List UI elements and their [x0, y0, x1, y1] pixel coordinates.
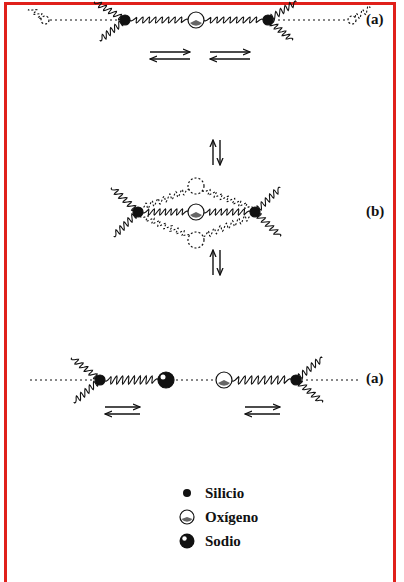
legend-text: Oxígeno	[205, 509, 258, 526]
spring	[204, 17, 264, 23]
spring	[141, 189, 189, 209]
legend-symbol	[178, 484, 196, 502]
spring	[130, 17, 189, 23]
legend-text: Sodio	[205, 533, 241, 550]
spring	[143, 209, 189, 215]
spring	[105, 376, 159, 384]
legend-row: Sodio	[178, 532, 241, 550]
panel-label: (a)	[366, 11, 384, 28]
spring	[141, 216, 190, 236]
legend-row: Silicio	[178, 484, 244, 502]
legend-symbol	[178, 508, 196, 526]
spring	[232, 376, 292, 384]
spring	[203, 190, 253, 209]
spring	[204, 209, 251, 215]
red-frame	[4, 2, 396, 582]
legend-symbol	[178, 532, 196, 550]
panel-label: (b)	[366, 203, 384, 220]
spring	[203, 215, 252, 237]
panel-label: (a)	[366, 370, 384, 387]
legend-text: Silicio	[205, 485, 244, 502]
legend-row: Oxígeno	[178, 508, 258, 526]
